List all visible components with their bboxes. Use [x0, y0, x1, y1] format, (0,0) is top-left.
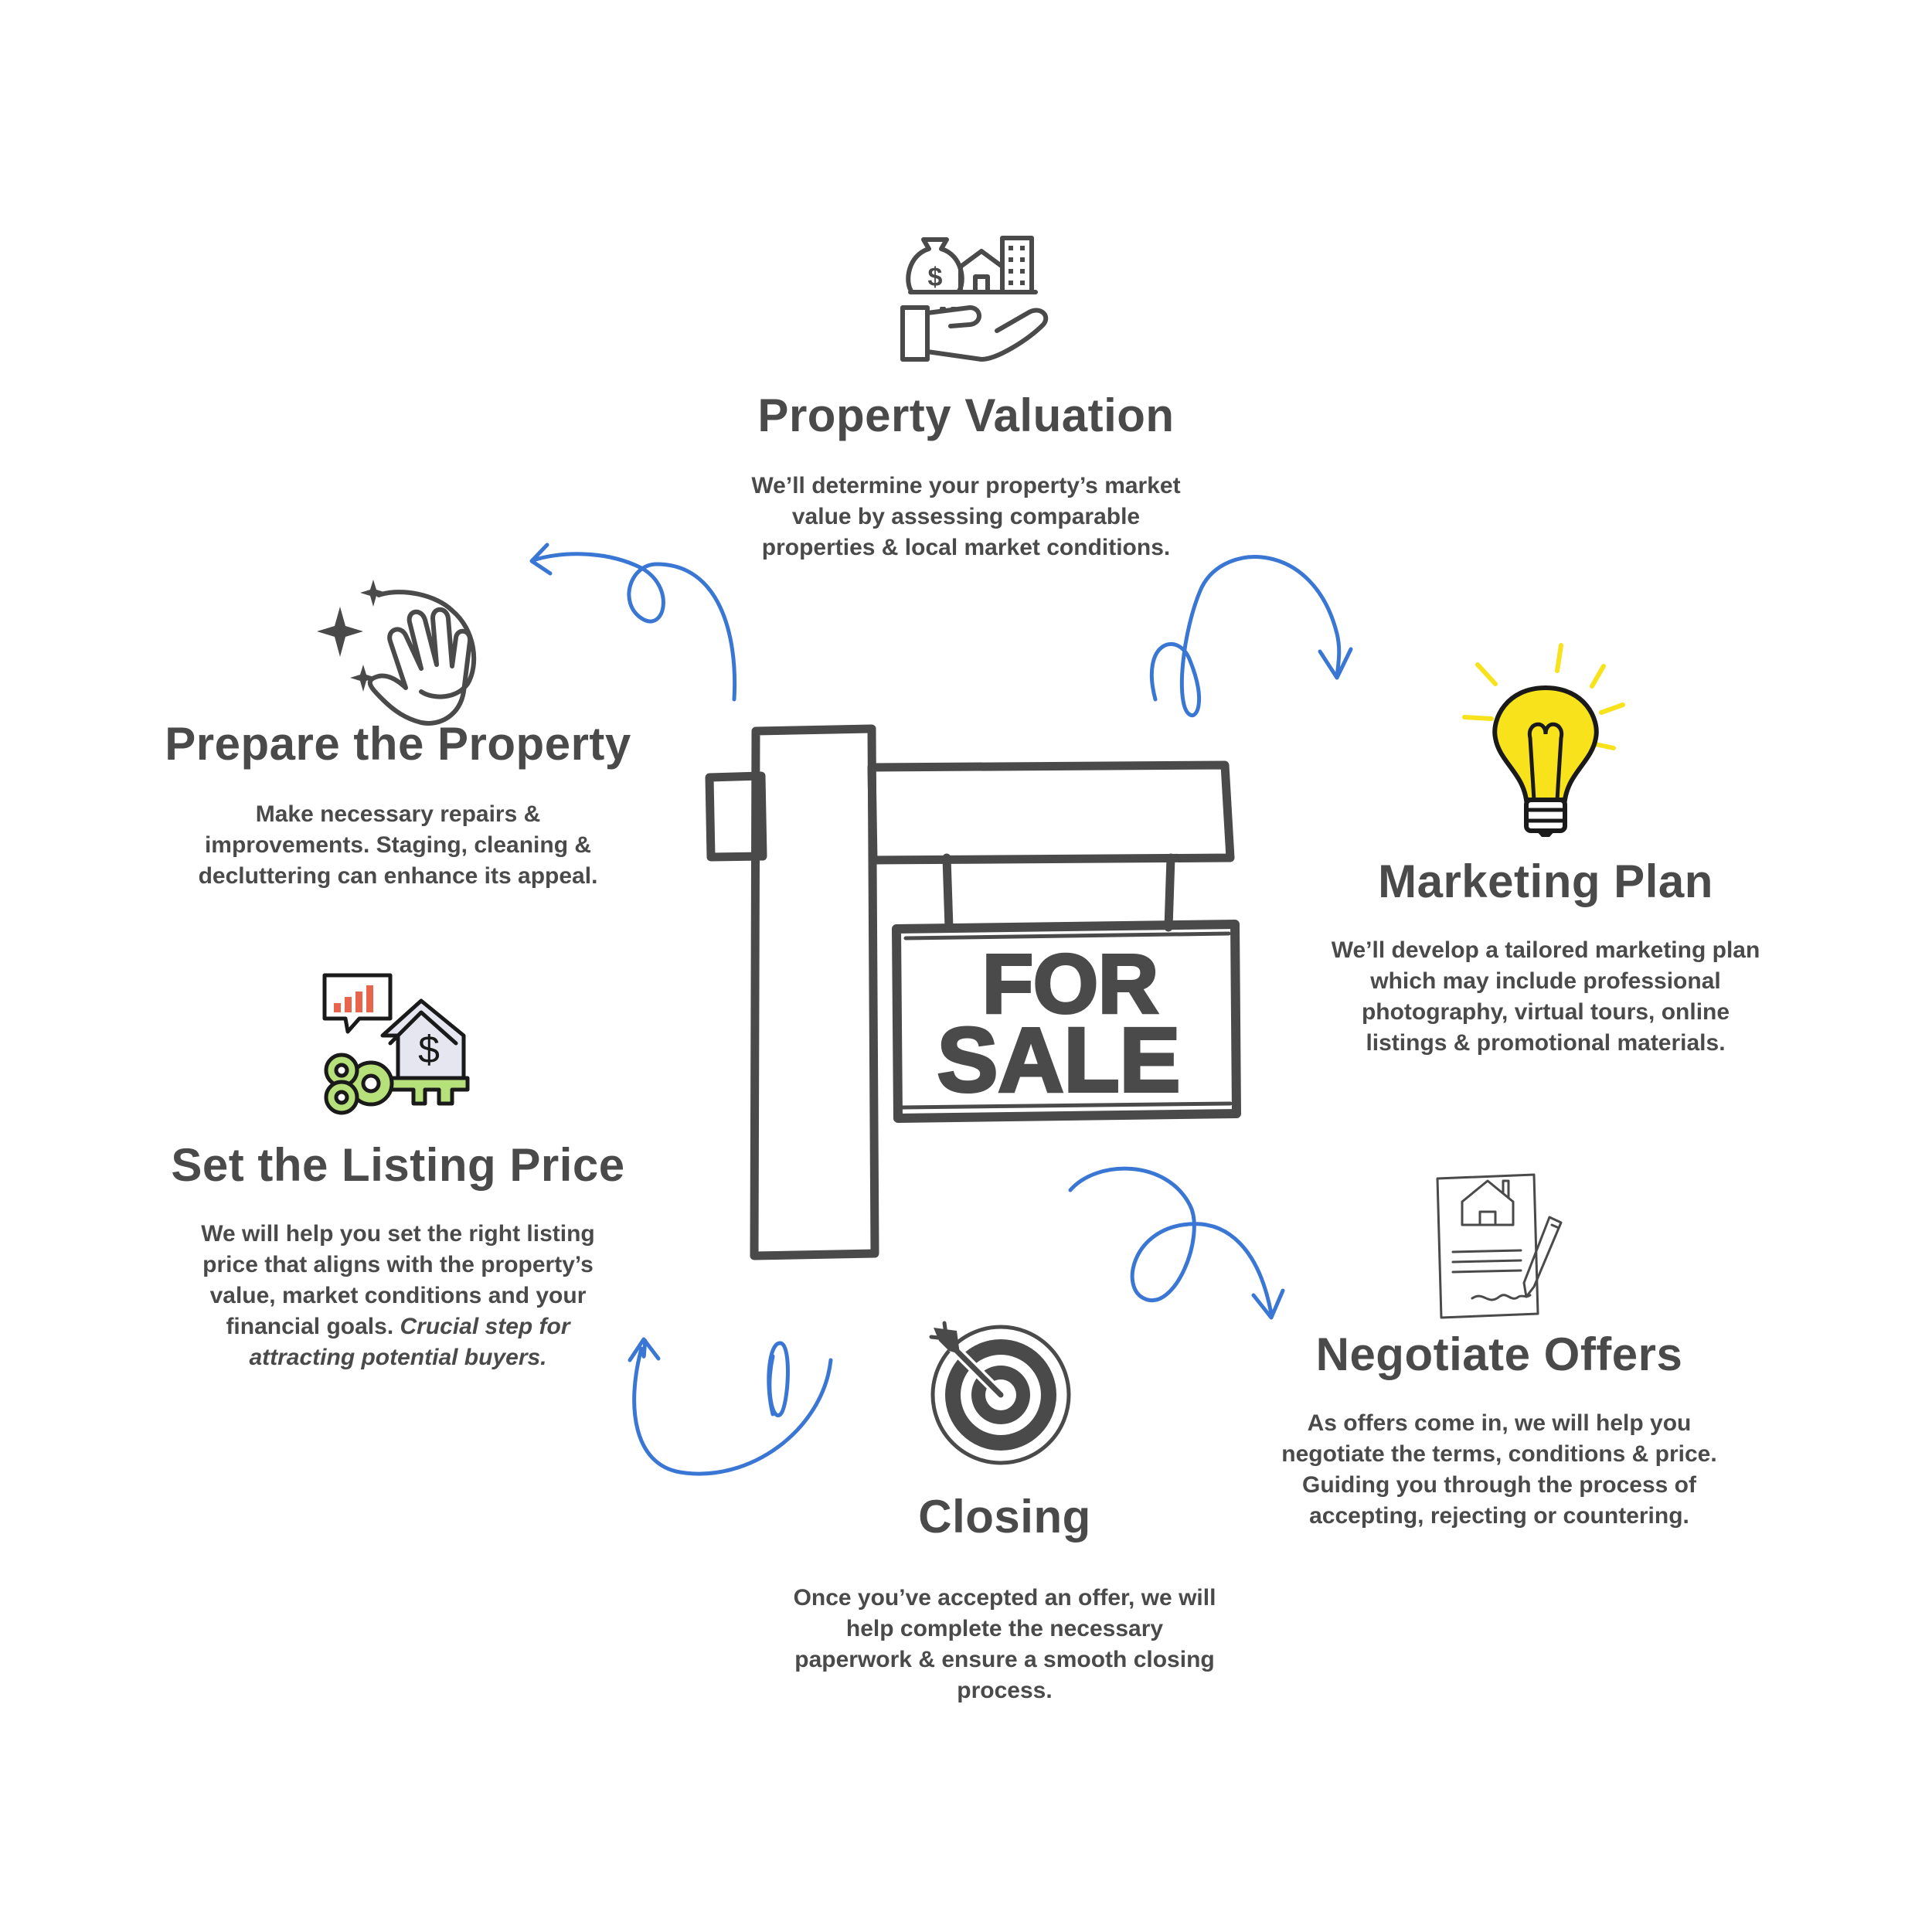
step-description: Make necessary repairs & improvements. S… [198, 801, 598, 889]
arrow-closing-to-price [628, 1337, 833, 1476]
step-title: Property Valuation [757, 389, 1175, 441]
step-prepare-property: Prepare the Property Make necessary repa… [120, 719, 676, 892]
step-description: We’ll develop a tailored marketing plan … [1331, 937, 1760, 1056]
step-title: Negotiate Offers [1315, 1328, 1683, 1380]
sign-text-sale: SALE [937, 1009, 1181, 1111]
arrow-marketing-to-negotiate [1068, 1166, 1285, 1320]
house-price-key-icon: $ [322, 973, 470, 1115]
target-arrow-icon [929, 1321, 1071, 1465]
step-description: As offers come in, we will help you nego… [1281, 1410, 1717, 1529]
step-closing: Closing Once you’ve accepted an offer, w… [734, 1492, 1275, 1706]
lightbulb-icon [1462, 643, 1625, 837]
step-title: Closing [918, 1491, 1091, 1543]
cleaning-hand-sparkle-icon [367, 590, 477, 726]
svg-text:$: $ [928, 263, 943, 292]
hand-holding-property-icon: $ [900, 236, 1049, 362]
step-description: We’ll determine your property’s market v… [751, 473, 1181, 560]
step-description: Once you’ve accepted an offer, we will h… [793, 1585, 1216, 1703]
for-sale-sign [705, 724, 1241, 1260]
step-set-listing-price: Set the Listing Price We will help you s… [128, 1140, 668, 1373]
contract-pen-icon [1436, 1173, 1563, 1319]
step-title: Marketing Plan [1378, 855, 1713, 907]
sign-text-for: FOR [982, 937, 1158, 1030]
step-description: We will help you set the right listing p… [201, 1221, 595, 1370]
arrow-prepare-to-valuation [529, 543, 737, 702]
step-title: Set the Listing Price [171, 1139, 625, 1191]
svg-text:$: $ [418, 1028, 440, 1071]
step-marketing-plan: Marketing Plan We’ll develop a tailored … [1298, 856, 1793, 1059]
step-property-valuation: Property Valuation We’ll determine your … [696, 390, 1236, 563]
step-negotiate-offers: Negotiate Offers As offers come in, we w… [1236, 1329, 1762, 1532]
step-title: Prepare the Property [165, 718, 631, 770]
arrow-valuation-to-marketing [1149, 555, 1353, 718]
sparkle-icon [317, 580, 386, 692]
